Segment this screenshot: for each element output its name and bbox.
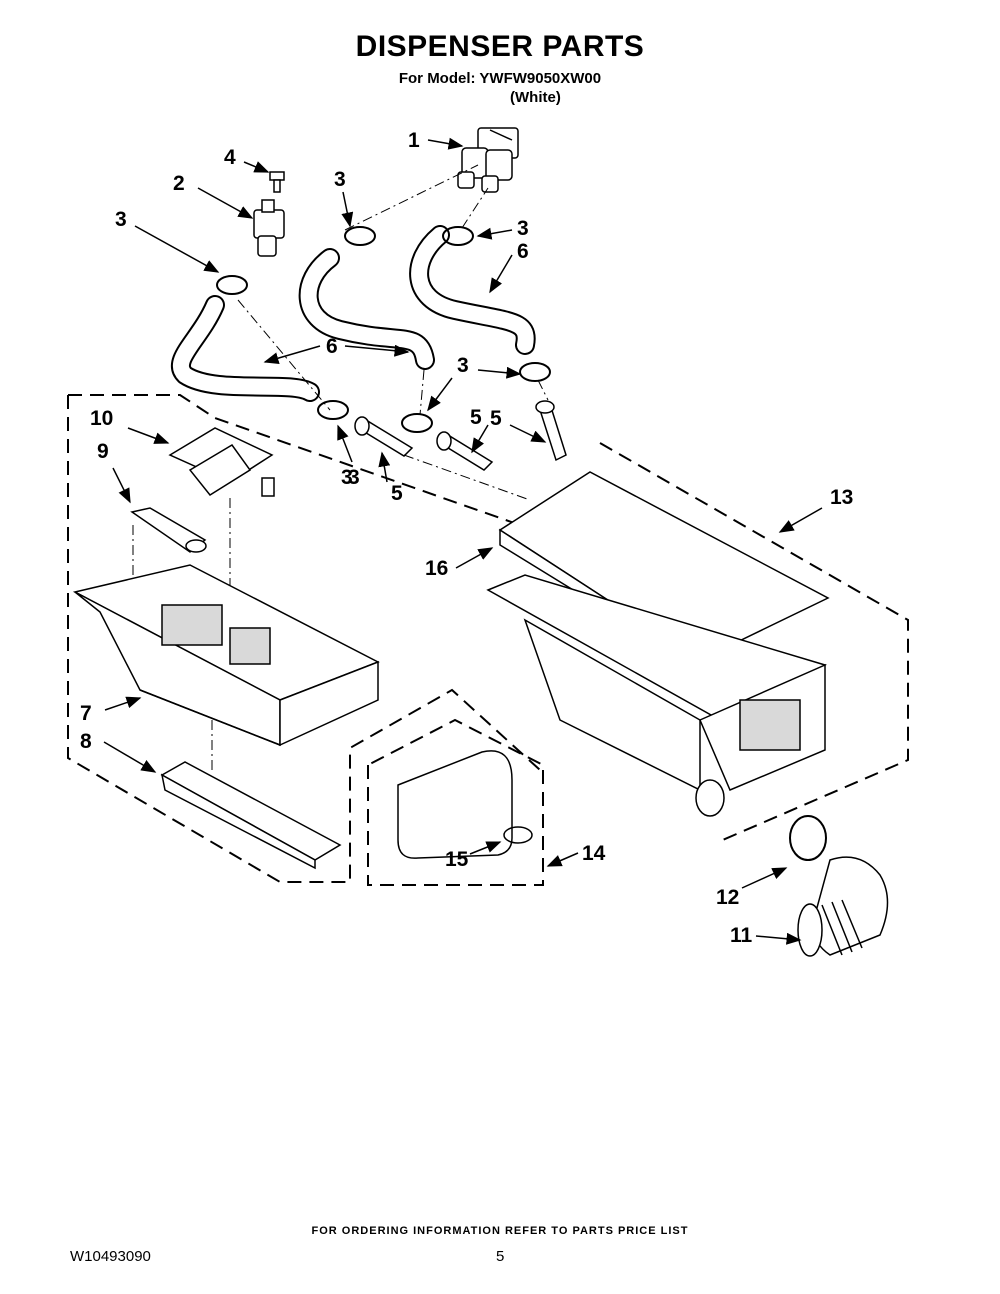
callout-label: 13 bbox=[830, 486, 853, 509]
callout-label: 6 bbox=[326, 335, 338, 358]
callout-label: 5 bbox=[470, 406, 482, 429]
callout-label: 7 bbox=[80, 702, 92, 725]
callout-label: 6 bbox=[517, 240, 529, 263]
water-valve-part bbox=[457, 127, 519, 193]
dispenser-bracket-part bbox=[168, 427, 275, 497]
callout-label: 12 bbox=[716, 886, 739, 909]
callout-leaders bbox=[103, 137, 823, 945]
document-number: W10493090 bbox=[70, 1248, 151, 1265]
tube-parts bbox=[354, 400, 567, 471]
dispenser-drawer-part bbox=[72, 564, 380, 747]
siphon-part bbox=[130, 507, 207, 553]
callout-label: 2 bbox=[173, 172, 185, 195]
page-number: 5 bbox=[496, 1248, 505, 1265]
cover-seal-part bbox=[503, 826, 533, 844]
callout-label: 16 bbox=[425, 557, 448, 580]
callout-label: 11 bbox=[730, 924, 753, 947]
dispenser-tray-part bbox=[160, 761, 342, 870]
callout-label: 1 bbox=[408, 129, 420, 152]
dispenser-housing-part bbox=[486, 471, 830, 817]
callout-label: 9 bbox=[97, 440, 109, 463]
dispenser-bellows-part bbox=[797, 856, 889, 957]
callout-label: 3 bbox=[115, 208, 127, 231]
callout-label: 3 bbox=[457, 354, 469, 377]
ordering-note: FOR ORDERING INFORMATION REFER TO PARTS … bbox=[311, 1225, 689, 1237]
hose-right-inner bbox=[411, 227, 534, 353]
assembly-guide-lines bbox=[132, 164, 549, 831]
callout-label: 8 bbox=[80, 730, 92, 753]
bellows-clamp-part bbox=[789, 815, 827, 861]
callout-label: 3 bbox=[517, 217, 529, 240]
model-number: For Model: YWFW9050XW00 bbox=[398, 70, 602, 87]
callout-label: 3 bbox=[348, 466, 360, 489]
callout-label: 14 bbox=[582, 842, 606, 865]
callout-label: 4 bbox=[224, 146, 236, 169]
group-outline-cover bbox=[367, 718, 544, 886]
group-outline-left bbox=[67, 394, 541, 883]
dispenser-cover-part bbox=[397, 750, 513, 859]
callout-label: 3 bbox=[334, 168, 346, 191]
callout-label: 10 bbox=[90, 407, 113, 430]
group-outline-right bbox=[599, 442, 909, 843]
small-valve-part bbox=[253, 199, 285, 257]
callout-label: 3 bbox=[341, 466, 353, 489]
callout-label: 5 bbox=[391, 482, 403, 505]
page-title: DISPENSER PARTS bbox=[355, 30, 645, 63]
hose-middle-inner bbox=[300, 250, 433, 368]
callout-label: 15 bbox=[445, 848, 469, 871]
callout-labels: 1 2 3 4 3 3 6 6 3 3 5 5 10 9 3 5 13 16 7… bbox=[80, 129, 853, 947]
screw-part bbox=[269, 171, 285, 193]
callout-label: 5 bbox=[490, 407, 502, 430]
model-color: (White) bbox=[510, 89, 561, 106]
hose-left-inner bbox=[173, 297, 318, 400]
